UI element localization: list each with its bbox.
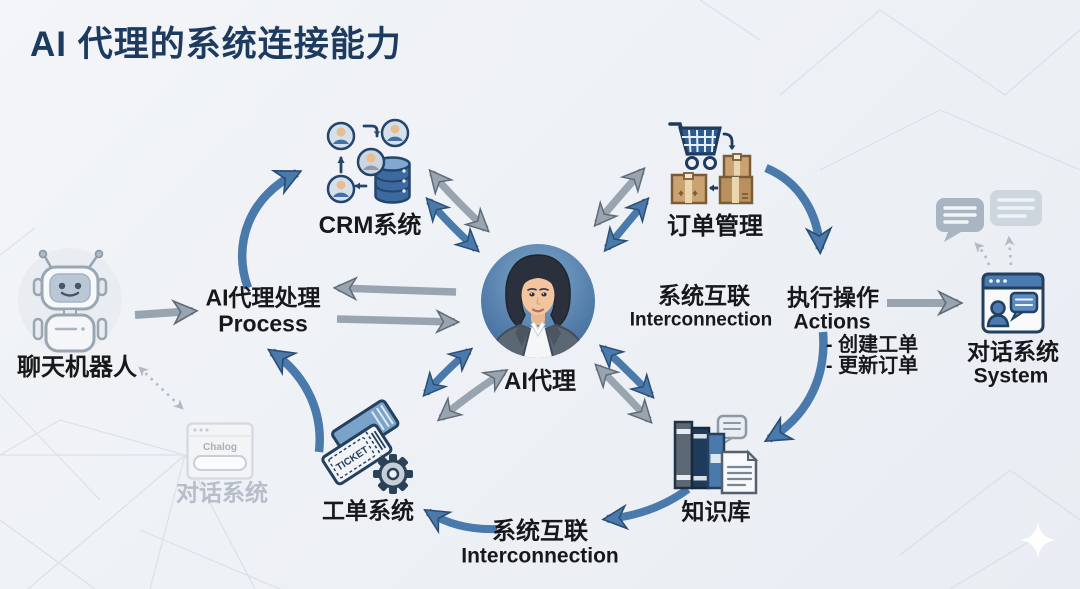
- agent-label: AI代理: [504, 367, 576, 395]
- chat-bubble-icon-light: [990, 190, 1042, 226]
- chat-bubble-icon-dark: [936, 198, 984, 242]
- knowledge-label: 知识库: [681, 498, 751, 525]
- chalog-window: Chalog: [186, 422, 254, 480]
- tickets-label: 工单系统: [322, 497, 414, 524]
- actions-item-1: - 创建工单: [825, 334, 919, 356]
- actions-to-knowledge-arrow: [769, 331, 828, 443]
- knowledge-icon: [673, 414, 759, 495]
- interconnection-to-tickets-arrow: [428, 508, 498, 529]
- sparkle-icon: [1020, 522, 1056, 558]
- actions-label-zh: 执行操作: [787, 284, 879, 311]
- process-label-zh: AI代理处理: [205, 284, 321, 311]
- orders-to-actions-arrow: [764, 164, 820, 249]
- page-title: AI 代理的系统连接能力: [30, 25, 402, 64]
- chatbot-icon: [18, 248, 122, 353]
- dialog-system-icon: [981, 272, 1045, 334]
- chalog-window-title: Chalog: [203, 442, 237, 453]
- tickets-to-process-arrow: [272, 348, 324, 453]
- dialog-to-bubble-dotted-arrow-1: [974, 242, 991, 266]
- process-to-crm-arrow: [237, 169, 297, 290]
- dialog-system-label-zh: 对话系统: [967, 338, 1059, 365]
- crm-agent-arrow-blue: [429, 201, 476, 249]
- process-label-en: Process: [218, 310, 308, 337]
- crm-icon: [326, 118, 411, 204]
- interconnection-bottom-label-zh: 系统互联: [492, 517, 588, 545]
- tickets-icon: TICKET: [321, 399, 413, 494]
- chatbot-label: 聊天机器人: [17, 353, 137, 381]
- tickets-agent-arrow-gray: [441, 368, 504, 418]
- dialog-to-bubble-dotted-arrow-2: [1004, 235, 1015, 266]
- chatbot-to-process-arrow: [134, 311, 193, 315]
- tickets-agent-arrow-blue: [426, 351, 469, 393]
- crm-label: CRM系统: [318, 211, 422, 239]
- chatbot-chalog-dotted-arrow: [138, 366, 184, 410]
- knowledge-agent-arrow-blue: [603, 348, 651, 395]
- orders-agent-arrow-blue: [607, 201, 646, 248]
- interconnection-bottom-label-en: Interconnection: [461, 544, 619, 568]
- gear-icon: [373, 454, 413, 494]
- orders-agent-arrow-gray: [597, 171, 642, 223]
- interconnection-right-label-zh: 系统互联: [658, 282, 750, 309]
- actions-item-2: - 更新订单: [825, 355, 919, 377]
- dialog-system-label-en: System: [973, 364, 1049, 388]
- agent-avatar: [481, 244, 595, 358]
- knowledge-to-interconnection-arrow: [607, 485, 691, 519]
- orders-icon: [668, 122, 754, 205]
- crm-agent-arrow-gray: [432, 173, 486, 229]
- agent-to-process-arrow: [338, 288, 457, 292]
- chalog-label: 对话系统: [176, 479, 268, 506]
- interconnection-right-label-en: Interconnection: [629, 309, 773, 331]
- actions-label-en: Actions: [793, 310, 871, 334]
- knowledge-agent-arrow-gray: [598, 367, 649, 420]
- process-to-agent-arrow: [336, 319, 455, 322]
- orders-label: 订单管理: [667, 212, 763, 240]
